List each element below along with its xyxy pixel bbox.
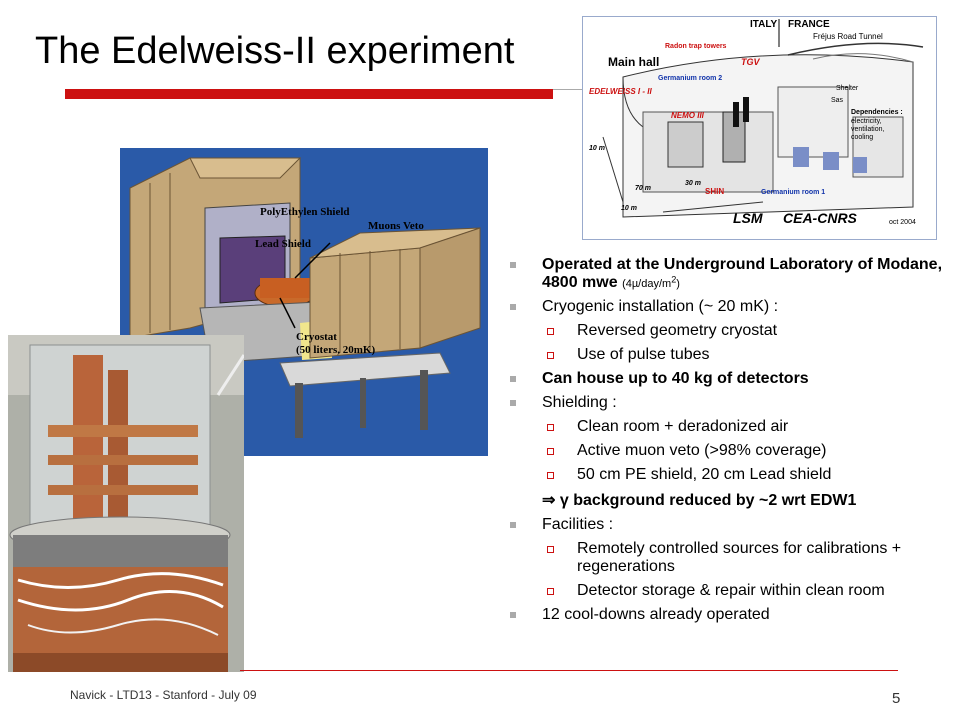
map-label-radon: Radon trap towers xyxy=(665,43,727,50)
shielding-result: ⇒ γ background reduced by ~2 wrt EDW1 xyxy=(542,492,857,509)
bullet-list: Operated at the Underground Laboratory o… xyxy=(510,256,950,630)
sub-bullet-marker xyxy=(547,546,554,553)
map-label-tgv: TGV xyxy=(741,57,760,67)
sub-bullet-clean-room: Clean room + deradonized air xyxy=(510,418,950,436)
label-cryostat-spec: (50 liters, 20mK) xyxy=(296,344,376,356)
sub-bullet-muon-veto: Active muon veto (>98% coverage) xyxy=(510,442,950,460)
footer-divider xyxy=(240,670,898,671)
label-muons-veto: Muons Veto xyxy=(368,220,424,232)
sub-bullet-pe-lead: 50 cm PE shield, 20 cm Lead shield xyxy=(510,466,950,484)
map-label-70m: 70 m xyxy=(635,185,651,192)
map-label-10m-b: 10 m xyxy=(621,205,637,212)
map-label-10m-a: 10 m xyxy=(589,145,605,152)
slide-title: The Edelweiss-II experiment xyxy=(35,30,515,72)
bullet-shielding: Shielding : xyxy=(510,394,950,412)
bullet-cooldowns: 12 cool-downs already operated xyxy=(510,606,950,624)
bullet-marker xyxy=(510,262,516,268)
map-label-cea: CEA-CNRS xyxy=(783,210,857,226)
bullet-cryogenic: Cryogenic installation (~ 20 mK) : xyxy=(510,298,950,316)
map-label-dep-3: cooling xyxy=(851,134,874,141)
sub-bullet-marker xyxy=(547,588,554,595)
flux-note: (4µ/day/m2) xyxy=(622,274,680,290)
map-label-germanium1: Germanium room 1 xyxy=(761,189,826,196)
cryostat-photo-drawing xyxy=(8,335,244,672)
sub-bullet-marker xyxy=(547,424,554,431)
map-label-france: FRANCE xyxy=(788,19,830,30)
map-label-30m: 30 m xyxy=(685,180,701,187)
sub-bullet-marker xyxy=(547,472,554,479)
map-label-dependencies: Dependencies : xyxy=(851,109,903,116)
sub-bullet-marker xyxy=(547,328,554,335)
sub-bullet-storage: Detector storage & repair within clean r… xyxy=(510,582,950,600)
sub-bullet-sources: Remotely controlled sources for calibrat… xyxy=(510,540,950,576)
bullet-marker xyxy=(510,400,516,406)
title-divider-line xyxy=(553,89,588,90)
map-label-lsm: LSM xyxy=(733,210,763,226)
label-cryostat: Cryostat xyxy=(296,331,337,343)
laboratory-map-image: ITALY FRANCE Fréjus Road Tunnel Main hal… xyxy=(582,16,937,240)
map-label-shin: SHIN xyxy=(705,187,725,196)
map-label-italy: ITALY xyxy=(750,19,778,30)
map-label-frejus: Fréjus Road Tunnel xyxy=(813,32,883,41)
label-lead-shield: Lead Shield xyxy=(255,238,311,250)
lab-map-drawing xyxy=(602,19,924,218)
sub-bullet-marker xyxy=(547,448,554,455)
sub-bullet-reversed-geometry: Reversed geometry cryostat xyxy=(510,322,950,340)
sub-bullet-marker xyxy=(547,352,554,359)
map-label-edelweiss: EDELWEISS I - II xyxy=(589,87,652,96)
map-label-dep-1: electricity, xyxy=(851,118,882,125)
map-label-date: oct 2004 xyxy=(889,219,916,226)
bullet-marker xyxy=(510,522,516,528)
map-label-dep-2: ventilation, xyxy=(851,126,885,133)
title-accent-bar xyxy=(65,89,553,99)
map-label-nemo: NEMO III xyxy=(671,111,704,120)
map-label-main-hall: Main hall xyxy=(608,55,660,69)
bullet-capacity: Can house up to 40 kg of detectors xyxy=(510,370,950,388)
slide-footer: Navick - LTD13 - Stanford - July 09 xyxy=(70,688,257,702)
bullet-marker xyxy=(510,612,516,618)
cryostat-photo xyxy=(8,335,244,672)
sub-bullet-pulse-tubes: Use of pulse tubes xyxy=(510,346,950,364)
map-label-shelter: Shelter xyxy=(836,85,859,92)
label-polyethylen-shield: PolyEthylen Shield xyxy=(260,206,350,218)
bullet-facilities: Facilities : xyxy=(510,516,950,534)
page-number: 5 xyxy=(892,690,901,707)
bullet-marker xyxy=(510,304,516,310)
map-label-sas: Sas xyxy=(831,97,844,104)
bullet-marker xyxy=(510,376,516,382)
map-label-germanium2: Germanium room 2 xyxy=(658,75,723,82)
bullet-modane: Operated at the Underground Laboratory o… xyxy=(510,256,950,292)
